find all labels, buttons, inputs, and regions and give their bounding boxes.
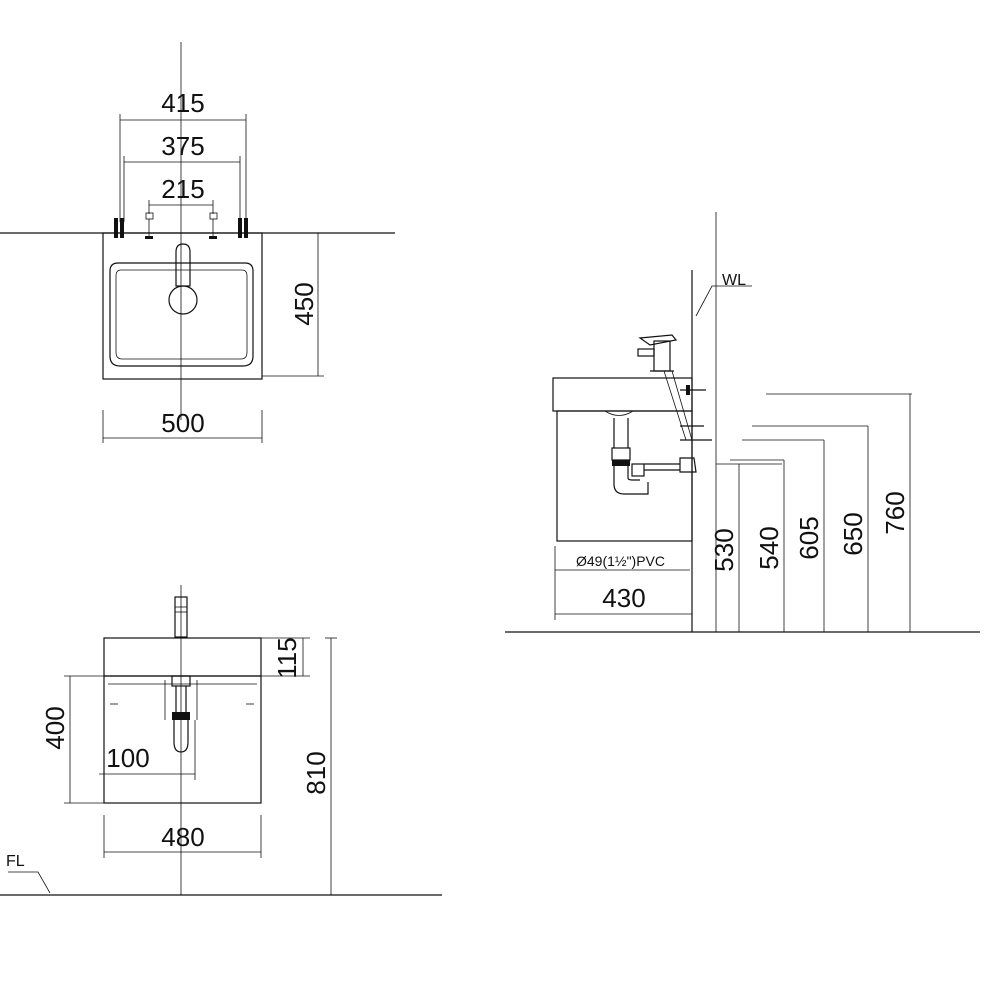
wall-fixing-icon (114, 218, 124, 238)
dim-label-605: 605 (794, 516, 824, 559)
floor-label: FL (6, 853, 25, 870)
dim-label-530: 530 (709, 528, 739, 571)
dim-label-480: 480 (161, 822, 204, 852)
faucet-side-icon (637, 334, 678, 372)
supply-valve-icon (209, 212, 218, 239)
cabinet-side (556, 410, 693, 542)
side-view: WL (505, 212, 980, 633)
supply-valve-icon (145, 212, 154, 239)
dim-label-430: 430 (602, 583, 645, 613)
basin-bowl (109, 262, 254, 367)
front-view: 115 400 100 810 480 FL (0, 585, 442, 896)
dim-label-650: 650 (838, 512, 868, 555)
dim-label-540: 540 (754, 526, 784, 569)
top-view: 415 375 215 (0, 42, 395, 443)
supply-pipe-icon (663, 370, 712, 441)
dim-label-450: 450 (289, 282, 319, 325)
dim-label-115: 115 (272, 637, 302, 678)
dim-label-100: 100 (106, 743, 149, 773)
dim-label-415: 415 (161, 88, 204, 118)
drain-trap-icon (164, 675, 198, 753)
drain-label: Ø49(1½")PVC (576, 553, 665, 569)
basin-outline (102, 232, 263, 380)
dim-label-400: 400 (40, 706, 70, 749)
dim-label-500: 500 (161, 408, 204, 438)
dim-label-760: 760 (880, 491, 910, 534)
dim-label-810: 810 (301, 751, 331, 794)
dim-label-215: 215 (161, 174, 204, 204)
drain-pipe-icon (611, 418, 697, 495)
faucet-front-icon (174, 596, 188, 638)
basin-front (103, 637, 262, 677)
dim-label-375: 375 (161, 131, 204, 161)
wall-fixing-icon (238, 218, 248, 238)
faucet-icon (168, 243, 198, 315)
wall-label: WL (722, 272, 746, 289)
cabinet-front (103, 675, 262, 804)
